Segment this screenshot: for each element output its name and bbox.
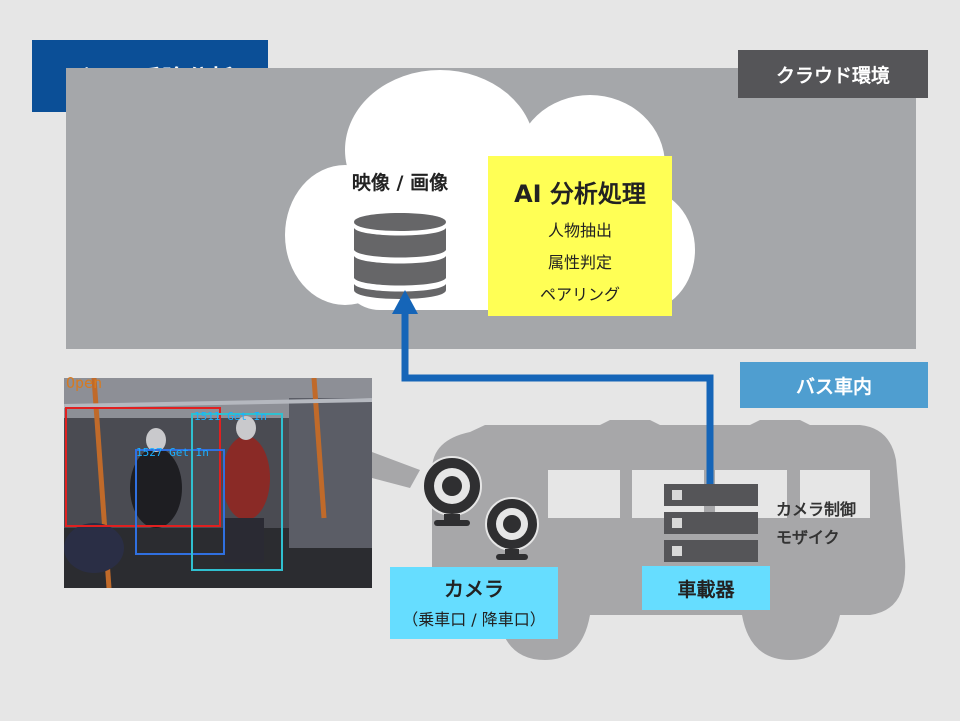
database-icon <box>354 213 446 299</box>
device-function-camera-control: カメラ制御 <box>776 500 857 519</box>
storage-label: 映像 / 画像 <box>351 172 449 194</box>
ai-item-attribute-judgement: 属性判定 <box>547 253 612 272</box>
photo-scene <box>64 378 372 588</box>
bus-camera-photo <box>64 378 372 588</box>
ai-analysis-box: AI 分析処理 人物抽出 属性判定 ペアリング <box>488 156 672 316</box>
ai-item-pairing: ペアリング <box>539 285 620 304</box>
device-function-mosaic: モザイク <box>776 528 840 547</box>
detection-label: 1511 Get In <box>194 410 267 423</box>
bus-interior-label: バス車内 <box>740 362 928 408</box>
cloud-environment-label: クラウド環境 <box>738 50 928 98</box>
ai-item-person-extraction: 人物抽出 <box>547 221 612 240</box>
camera-title: カメラ <box>444 577 504 601</box>
detection-label: 1527 Get In <box>136 446 209 459</box>
ai-analysis-title: AI 分析処理 <box>514 180 646 208</box>
server-icon <box>664 484 758 562</box>
onboard-device-label: 車載器 <box>642 566 770 610</box>
camera-subtitle: （乗車口 / 降車口） <box>402 610 546 629</box>
camera-icon <box>422 456 482 526</box>
camera-label-box: カメラ （乗車口 / 降車口） <box>390 567 558 639</box>
photo-overlay-open: Open <box>66 374 103 392</box>
camera-icon <box>485 497 539 560</box>
device-functions: カメラ制御 モザイク <box>776 496 856 552</box>
